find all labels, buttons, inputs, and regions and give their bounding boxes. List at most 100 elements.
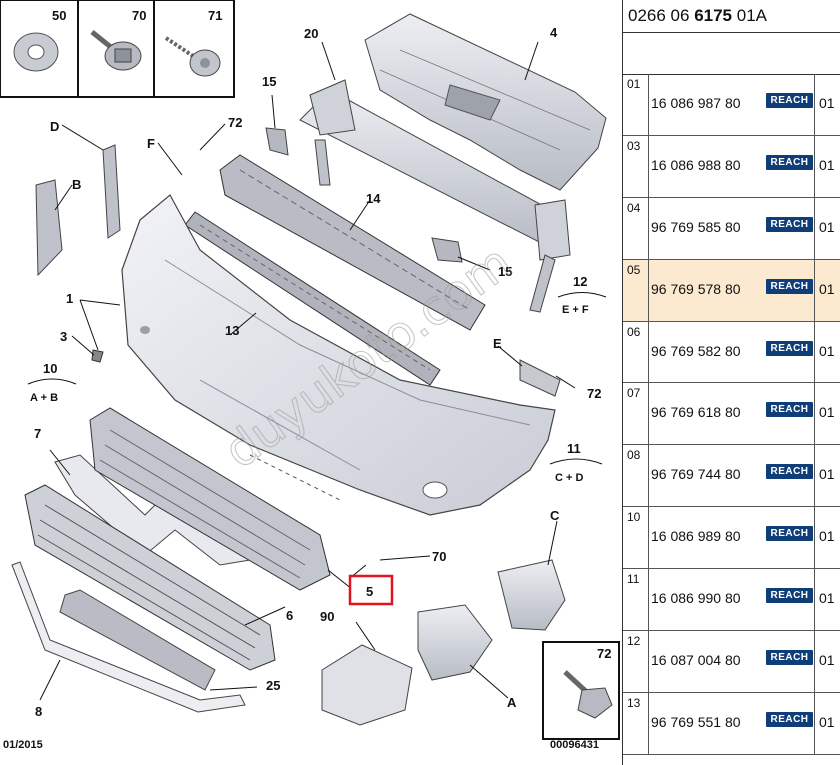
callout-f[interactable]: F — [147, 136, 155, 151]
fastener-box-70[interactable]: 70 — [77, 0, 155, 98]
svg-text:11: 11 — [567, 441, 581, 456]
clip-bag-90[interactable] — [321, 644, 413, 726]
upper-cross-member-cover[interactable] — [364, 13, 607, 191]
callout-a[interactable]: A — [507, 695, 517, 710]
lower-grille-panel[interactable] — [59, 589, 216, 691]
part-number[interactable]: 96 769 618 80 — [651, 404, 741, 421]
callout-4[interactable]: 4 — [550, 25, 558, 40]
front-bumper-shell[interactable] — [121, 194, 556, 516]
clip-e-bracket[interactable] — [519, 359, 561, 397]
leader-lines — [39, 41, 576, 701]
svg-text:71: 71 — [208, 8, 222, 23]
callout-72-top[interactable]: 72 — [228, 115, 242, 130]
svg-text:72: 72 — [597, 646, 611, 661]
callout-b[interactable]: B — [72, 177, 81, 192]
quantity: 01 — [819, 342, 835, 359]
callout-c[interactable]: C — [550, 508, 560, 523]
callout-5-highlight[interactable]: 5 — [348, 574, 394, 606]
fastener-detail-box-72[interactable]: 72 — [542, 641, 620, 740]
svg-text:A + B: A + B — [30, 392, 58, 404]
part-number[interactable]: 16 086 989 80 — [651, 528, 741, 545]
part-number[interactable]: 16 086 990 80 — [651, 590, 741, 607]
row-divider — [814, 507, 815, 569]
energy-absorber[interactable] — [219, 154, 486, 331]
svg-text:5: 5 — [366, 584, 373, 599]
part-number[interactable]: 16 086 988 80 — [651, 156, 741, 173]
row-divider — [814, 569, 815, 631]
quantity: 01 — [819, 466, 835, 483]
part-reference-header: 0266 06 6175 01A — [623, 0, 840, 33]
part-number[interactable]: 96 769 582 80 — [651, 342, 741, 359]
callout-1[interactable]: 1 — [66, 291, 73, 306]
callout-3[interactable]: 3 — [60, 329, 67, 344]
row-divider — [814, 135, 815, 197]
fastener-box-50[interactable]: 50 — [0, 0, 79, 98]
row-divider — [814, 692, 815, 754]
reach-badge: REACH — [766, 711, 813, 727]
part-number[interactable]: 96 769 585 80 — [651, 218, 741, 235]
header-bold: 6175 — [694, 6, 733, 25]
part-number[interactable]: 16 086 987 80 — [651, 95, 741, 111]
bracket-a[interactable] — [417, 604, 493, 681]
quantity: 01 — [819, 156, 835, 173]
header-spacer — [623, 32, 840, 75]
callout-90[interactable]: 90 — [320, 609, 334, 624]
bracket-d[interactable] — [102, 144, 121, 239]
part-number[interactable]: 16 087 004 80 — [651, 652, 741, 669]
grille-mesh[interactable] — [89, 407, 331, 591]
fastener-box-71[interactable]: 71 — [153, 0, 235, 98]
callout-15-left[interactable]: 15 — [262, 74, 276, 89]
callout-14[interactable]: 14 — [366, 191, 381, 206]
callout-72-right[interactable]: 72 — [587, 386, 601, 401]
bracket-b[interactable] — [35, 179, 63, 277]
svg-text:E + F: E + F — [562, 304, 589, 316]
callout-20[interactable]: 20 — [304, 26, 318, 41]
part-number[interactable]: 96 769 744 80 — [651, 466, 741, 483]
reach-badge: REACH — [766, 340, 813, 356]
callout-d[interactable]: D — [50, 119, 59, 134]
row-index: 08 — [623, 445, 649, 507]
part-3-clip[interactable] — [91, 349, 104, 363]
row-index: 03 — [623, 135, 649, 197]
part-number[interactable]: 96 769 578 80 — [651, 280, 741, 297]
callout-8[interactable]: 8 — [35, 704, 42, 719]
callout-25[interactable]: 25 — [266, 678, 280, 693]
quantity: 01 — [819, 404, 835, 421]
callout-15-right[interactable]: 15 — [498, 264, 512, 279]
quantity: 01 — [819, 95, 835, 111]
callout-e[interactable]: E — [493, 336, 502, 351]
group-10[interactable]: 10 A + B — [27, 361, 77, 404]
clip-15-left[interactable] — [265, 127, 289, 156]
callout-70[interactable]: 70 — [432, 549, 446, 564]
group-12[interactable]: 12 E + F — [557, 274, 607, 316]
bumper-reinforcement-beam[interactable] — [299, 79, 571, 313]
reach-badge: REACH — [766, 588, 813, 604]
lower-grille[interactable] — [24, 484, 276, 671]
clip-15-right[interactable] — [431, 237, 463, 263]
reach-badge: REACH — [766, 464, 813, 480]
reach-badge: REACH — [766, 278, 813, 294]
row-index: 05 — [623, 259, 649, 321]
callout-6[interactable]: 6 — [286, 608, 293, 623]
header-suffix: 01A — [732, 6, 767, 25]
part-number[interactable]: 96 769 551 80 — [651, 713, 741, 730]
screw-bolt-icon — [563, 670, 613, 719]
group-11[interactable]: 11 C + D — [549, 441, 603, 484]
lower-absorber[interactable] — [184, 211, 441, 386]
lower-trim-strip[interactable] — [11, 561, 246, 713]
callout-7[interactable]: 7 — [34, 426, 41, 441]
callout-13[interactable]: 13 — [225, 323, 239, 338]
row-index: 06 — [623, 321, 649, 383]
bracket-c[interactable] — [497, 559, 566, 631]
